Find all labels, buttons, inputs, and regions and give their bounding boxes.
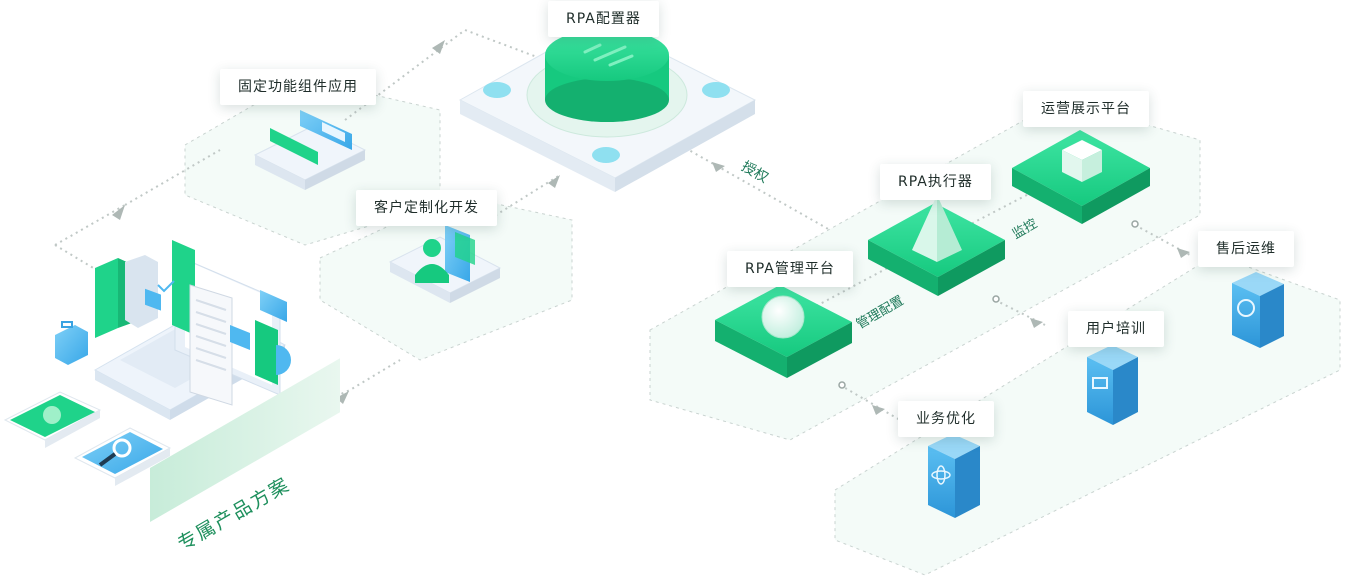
ops-display-label: 运营展示平台 [1023,91,1149,127]
briefcase-icon [55,321,88,365]
cube-icon [1012,130,1150,224]
custom-dev-user-icon [388,225,502,303]
headset-icon [1232,272,1284,348]
atom-icon [928,434,980,518]
fixed-components-label: 固定功能组件应用 [220,69,376,105]
configurator-platform-icon [458,21,757,192]
component-cards-icon [253,110,367,190]
executor-label: RPA执行器 [880,164,991,200]
custom-dev-label: 客户定制化开发 [356,190,497,226]
presentation-icon [1087,345,1138,425]
configurator-label: RPA配置器 [548,1,659,37]
after-sales-label: 售后运维 [1198,231,1294,267]
user-training-label: 用户培训 [1068,311,1164,347]
laptop-document-icon [93,240,291,420]
manage-platform-label: RPA管理平台 [727,251,853,287]
pyramid-icon [868,195,1005,296]
biz-optimize-label: 业务优化 [898,401,994,437]
tablet-gear-icon [3,391,102,448]
flow-arrowheads [112,40,1190,415]
sphere-icon [715,285,852,378]
tablet-search-icon [73,427,172,486]
